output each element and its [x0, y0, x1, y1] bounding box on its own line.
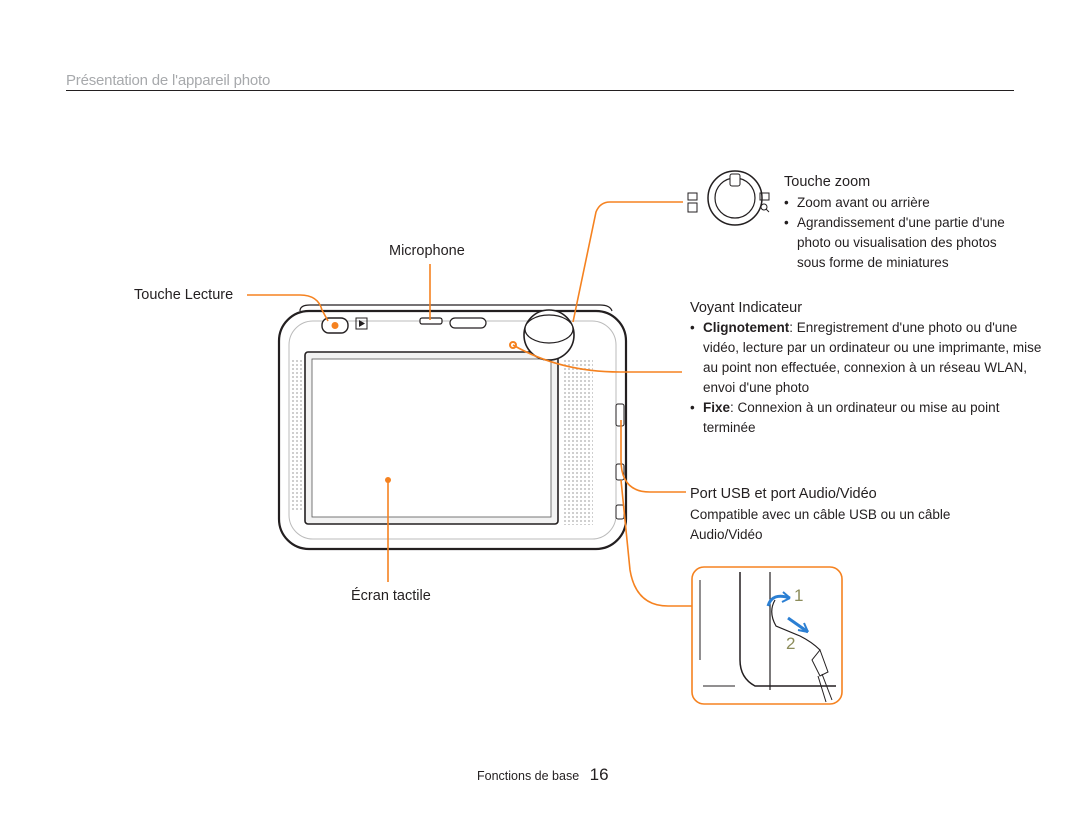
strap-inset: [691, 566, 843, 705]
zoom-dial: [523, 309, 575, 361]
footer-section: Fonctions de base: [477, 769, 580, 783]
strap-step-1: 1: [794, 586, 804, 605]
strap-step-2: 2: [786, 634, 796, 653]
top-buttons: [419, 317, 487, 329]
playback-key-label: Touche Lecture: [134, 287, 234, 303]
usb-port-text: Compatible avec un câble USB ou un câble…: [690, 507, 951, 542]
zoom-key-list: Zoom avant ou arrière Agrandissement d'u…: [784, 193, 1024, 273]
touchscreen-label: Écran tactile: [351, 588, 431, 604]
indicator-item: Fixe: Connexion à un ordinateur ou mise …: [690, 398, 1042, 438]
usb-port-title: Port USB et port Audio/Vidéo: [690, 486, 877, 502]
indicator-text: : Connexion à un ordinateur ou mise au p…: [703, 400, 1000, 435]
leader-lines: [247, 201, 692, 607]
page-number: 16: [589, 765, 609, 784]
indicator-term: Clignotement: [703, 320, 790, 335]
speaker-grid: [292, 360, 593, 525]
zoom-key-item: Zoom avant ou arrière: [784, 193, 1024, 213]
indicator-list: Clignotement: Enregistrement d'une photo…: [690, 318, 1042, 438]
screen-leader-dot: [385, 477, 391, 483]
zoom-key-item: Agrandissement d'une partie d'une photo …: [784, 213, 1024, 273]
playback-button: [321, 317, 368, 334]
indicator-text: : Enregistrement d'une photo ou d'une vi…: [703, 320, 1042, 395]
indicator-term: Fixe: [703, 400, 731, 415]
microphone-label: Microphone: [389, 243, 465, 259]
zoom-key-title: Touche zoom: [784, 174, 871, 190]
page-title: Présentation de l'appareil photo: [66, 72, 271, 89]
zoom-control-icon: [687, 170, 770, 226]
indicator-title: Voyant Indicateur: [690, 300, 803, 316]
header-rule: [66, 90, 1014, 91]
footer: Fonctions de base 16: [477, 765, 609, 785]
indicator-item: Clignotement: Enregistrement d'une photo…: [690, 318, 1042, 398]
touch-screen: [304, 351, 559, 525]
